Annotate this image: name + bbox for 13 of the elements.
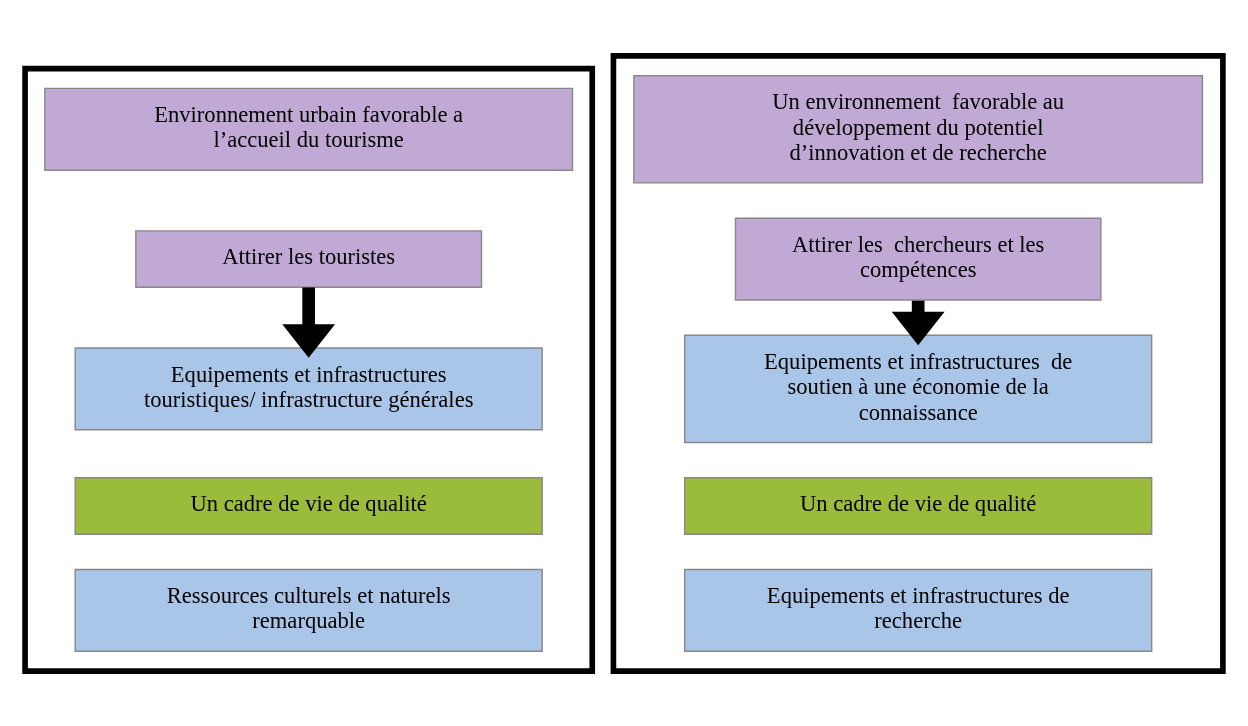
node-box: Attirer les chercheurs et les compétences bbox=[734, 216, 1102, 301]
node-box: Un cadre de vie de qualité bbox=[683, 476, 1153, 535]
cluster bbox=[22, 65, 596, 674]
cluster bbox=[610, 52, 1226, 674]
node-box: Un cadre de vie de qualité bbox=[74, 476, 543, 535]
node-box: Un environnement favorable au développement du potentiel d’innovation et de recherche bbox=[633, 74, 1204, 184]
node-box: Equipements et infrastructures de recherche bbox=[683, 568, 1153, 652]
node-box: Ressources culturels et naturels remarquable bbox=[74, 568, 543, 652]
node-box: Environnement urbain favorable a l’accueil du tourisme bbox=[44, 87, 574, 171]
arrow bbox=[282, 286, 336, 358]
node-box: Equipements et infrastructures de soutien à une économie de la connaissance bbox=[683, 334, 1153, 443]
node-box: Equipements et infrastructures touristiques/ infrastructure générales bbox=[74, 346, 543, 430]
node-box: Attirer les touristes bbox=[135, 229, 483, 288]
